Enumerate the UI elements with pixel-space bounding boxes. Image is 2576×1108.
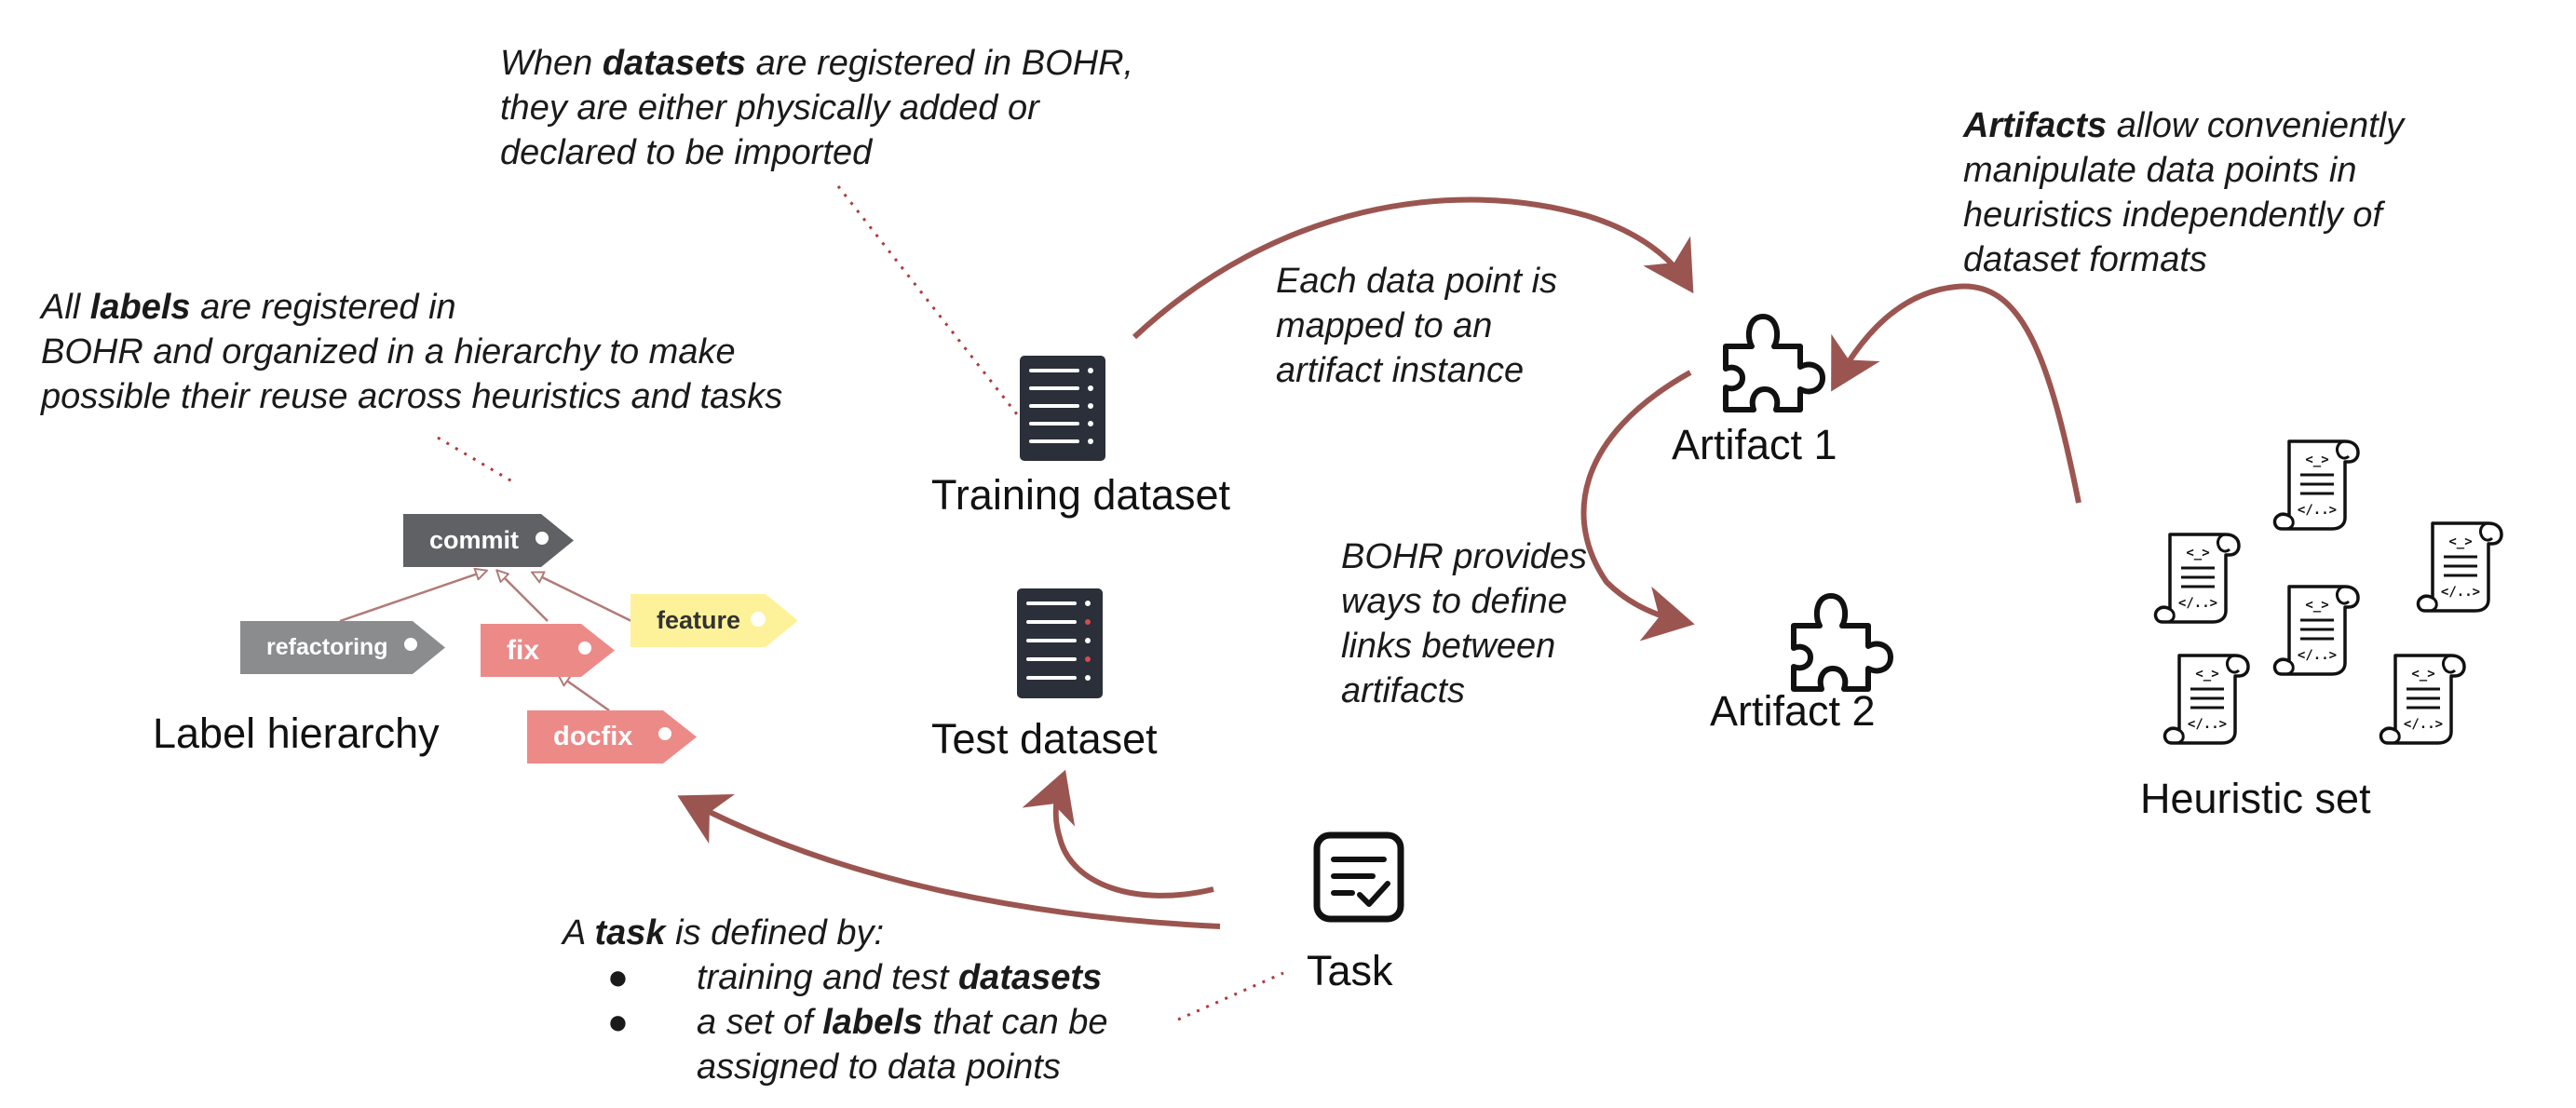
scroll-icon: <_> </..>	[2153, 533, 2241, 624]
task-bullet-dot-1: ●	[607, 958, 629, 997]
arrow-task-to-labelhierarchy	[677, 793, 1221, 929]
label-hierarchy-caption: Label hierarchy	[153, 709, 440, 757]
heuristic-scrolls: <_> </..> <_> </..> <_> </..> <_> </..> <_> </..>…	[2153, 439, 2503, 745]
test-dataset-icon	[1017, 588, 1103, 698]
heuristic-set-caption: Heuristic set	[2140, 775, 2371, 822]
training-dataset-icon	[1020, 356, 1105, 461]
arrow-training-to-artifact1	[1132, 196, 1694, 340]
svg-text:</..>: </..>	[2404, 717, 2443, 732]
scroll-icon: <_> </..>	[2416, 521, 2503, 613]
svg-text:</..>: </..>	[2298, 503, 2337, 518]
task-note-connector	[1177, 971, 1284, 1021]
label-tag-refactoring: refactoring	[240, 621, 445, 674]
arrow-artifact1-to-artifact2	[1580, 370, 1695, 642]
task-caption: Task	[1307, 947, 1393, 994]
label-tag-docfix: docfix	[527, 710, 697, 763]
training-dataset-caption: Training dataset	[931, 471, 1231, 519]
artifact2-puzzle-icon	[1791, 593, 1893, 692]
task-bullet-2: a set of labels that can be assigned to …	[697, 1003, 1108, 1087]
hierarchy-edges	[339, 571, 632, 712]
artifact2-caption: Artifact 2	[1710, 687, 1876, 735]
task-bullet-1: training and test datasets	[697, 958, 1103, 997]
datasets-note-connector	[836, 185, 1019, 415]
svg-text:<_>: <_>	[2186, 546, 2209, 561]
scroll-icon: <_> </..>	[2379, 654, 2466, 745]
svg-text:<_>: <_>	[2305, 453, 2328, 467]
links-note: BOHR provides ways to define links betwe…	[1341, 537, 1587, 710]
mapping-note: Each data point is mapped to an artifact…	[1276, 262, 1558, 390]
labels-note-connector	[437, 436, 518, 486]
arrow-heuristics-to-artifact1	[1831, 283, 2081, 504]
svg-text:<_>: <_>	[2305, 598, 2328, 613]
svg-text:</..>: </..>	[2298, 648, 2337, 663]
datasets-note: When datasets are registered in BOHR, th…	[500, 44, 1134, 172]
svg-text:<_>: <_>	[2448, 534, 2472, 549]
labels-note: All labels are registered in BOHR and or…	[41, 288, 783, 416]
label-tag-commit: commit	[403, 514, 574, 567]
task-bullet-dot-2: ●	[607, 1003, 629, 1042]
arrow-task-to-testdataset	[1022, 769, 1214, 899]
svg-text:</..>: </..>	[2188, 717, 2227, 732]
test-dataset-caption: Test dataset	[931, 715, 1158, 763]
label-tag-feature: feature	[630, 594, 798, 647]
artifact1-puzzle-icon	[1723, 314, 1825, 412]
svg-text:</..>: </..>	[2178, 596, 2217, 611]
scroll-icon: <_> </..>	[2272, 585, 2360, 676]
artifact1-caption: Artifact 1	[1672, 421, 1837, 468]
svg-text:<_>: <_>	[2195, 667, 2218, 682]
scroll-icon: <_> </..>	[2272, 439, 2360, 531]
scroll-icon: <_> </..>	[2162, 654, 2250, 745]
task-checklist-icon	[1313, 831, 1404, 923]
svg-text:</..>: </..>	[2441, 585, 2480, 600]
artifacts-note: Artifacts allow conveniently manipulate …	[1963, 106, 2405, 279]
task-note: A task is defined by:	[563, 913, 885, 953]
svg-text:<_>: <_>	[2411, 667, 2434, 682]
label-tag-fix: fix	[481, 624, 615, 677]
